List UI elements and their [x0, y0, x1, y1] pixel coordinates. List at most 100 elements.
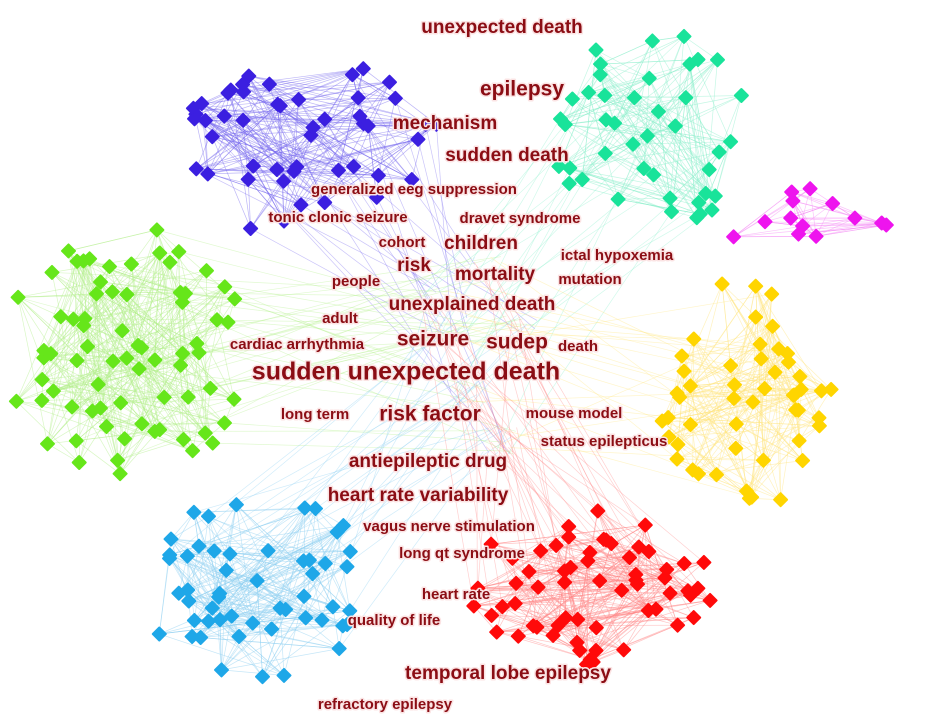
- edge: [106, 229, 158, 427]
- edge: [496, 111, 659, 450]
- edge: [605, 539, 649, 611]
- edge: [332, 566, 348, 607]
- edge: [604, 95, 686, 99]
- edge: [644, 525, 649, 611]
- edge: [774, 372, 797, 410]
- edge: [248, 75, 396, 99]
- edge: [182, 301, 218, 321]
- edge: [271, 624, 348, 630]
- network-node: [276, 667, 292, 683]
- edge: [227, 92, 297, 168]
- network-node: [561, 176, 577, 191]
- edge: [208, 515, 304, 562]
- network-node: [370, 167, 386, 183]
- edge: [73, 272, 477, 320]
- edge: [572, 98, 607, 121]
- edge: [234, 298, 488, 390]
- edge: [207, 104, 278, 175]
- network-node: [744, 489, 760, 505]
- edge: [243, 97, 359, 121]
- edge: [205, 68, 364, 121]
- network-node: [525, 618, 541, 634]
- edge: [526, 325, 761, 345]
- edge: [668, 425, 820, 438]
- edge: [734, 348, 779, 386]
- network-node: [105, 353, 121, 369]
- edge: [51, 272, 62, 317]
- network-node: [211, 589, 227, 605]
- network-node: [557, 574, 573, 590]
- network-node: [305, 119, 321, 135]
- edge: [53, 321, 229, 392]
- edge: [681, 348, 779, 357]
- network-node: [10, 289, 26, 305]
- edge: [221, 616, 233, 670]
- edge: [248, 178, 302, 206]
- edge: [568, 153, 606, 184]
- edge: [315, 408, 459, 509]
- edge: [512, 557, 649, 611]
- network-node: [847, 210, 863, 226]
- edge: [685, 97, 720, 153]
- keyword-label: ictal hypoxemia: [561, 247, 674, 264]
- edge: [532, 526, 570, 626]
- edge: [298, 97, 396, 100]
- network-node: [243, 221, 259, 236]
- edge: [512, 557, 630, 559]
- edge: [690, 365, 731, 387]
- keyword-label: sudden unexpected death: [252, 358, 560, 386]
- edge: [474, 293, 772, 344]
- network-node: [317, 195, 333, 210]
- network-node: [134, 416, 150, 432]
- network-node: [204, 129, 220, 145]
- edge: [224, 422, 503, 443]
- edge: [465, 209, 713, 395]
- edge: [491, 543, 571, 568]
- network-node: [175, 346, 191, 361]
- edge: [109, 266, 186, 294]
- edge: [521, 333, 694, 340]
- edge: [525, 169, 710, 332]
- edge: [752, 402, 781, 500]
- edge: [76, 260, 514, 455]
- network-node: [162, 254, 178, 270]
- edge: [43, 258, 90, 351]
- network-node: [245, 615, 261, 631]
- network-node: [113, 395, 129, 411]
- edge: [227, 92, 285, 222]
- network-node: [569, 634, 585, 650]
- edge: [589, 552, 649, 611]
- edge: [618, 198, 701, 215]
- edge: [451, 385, 650, 552]
- edge: [170, 516, 209, 540]
- edge: [490, 543, 578, 620]
- edge: [605, 153, 671, 199]
- edge: [71, 302, 449, 408]
- edge: [212, 118, 325, 138]
- network-node: [714, 276, 730, 292]
- edge: [109, 266, 140, 369]
- edge: [683, 36, 731, 142]
- edge: [195, 68, 364, 115]
- edge: [169, 558, 232, 617]
- network-node: [561, 529, 577, 545]
- network-node: [305, 566, 321, 582]
- edge: [256, 278, 475, 581]
- edge: [194, 620, 285, 676]
- network-node: [646, 167, 662, 183]
- edge: [193, 507, 305, 513]
- edge: [592, 551, 650, 663]
- edge: [490, 543, 539, 588]
- network-node: [533, 543, 549, 559]
- edge: [425, 124, 468, 319]
- edge: [196, 123, 426, 170]
- network-node: [162, 550, 177, 566]
- network-node: [102, 259, 117, 275]
- network-node: [176, 432, 191, 447]
- edge: [816, 222, 882, 237]
- edge: [158, 554, 171, 635]
- edge: [312, 127, 412, 180]
- edge: [647, 135, 698, 218]
- edge: [338, 68, 364, 171]
- network-node: [783, 210, 799, 226]
